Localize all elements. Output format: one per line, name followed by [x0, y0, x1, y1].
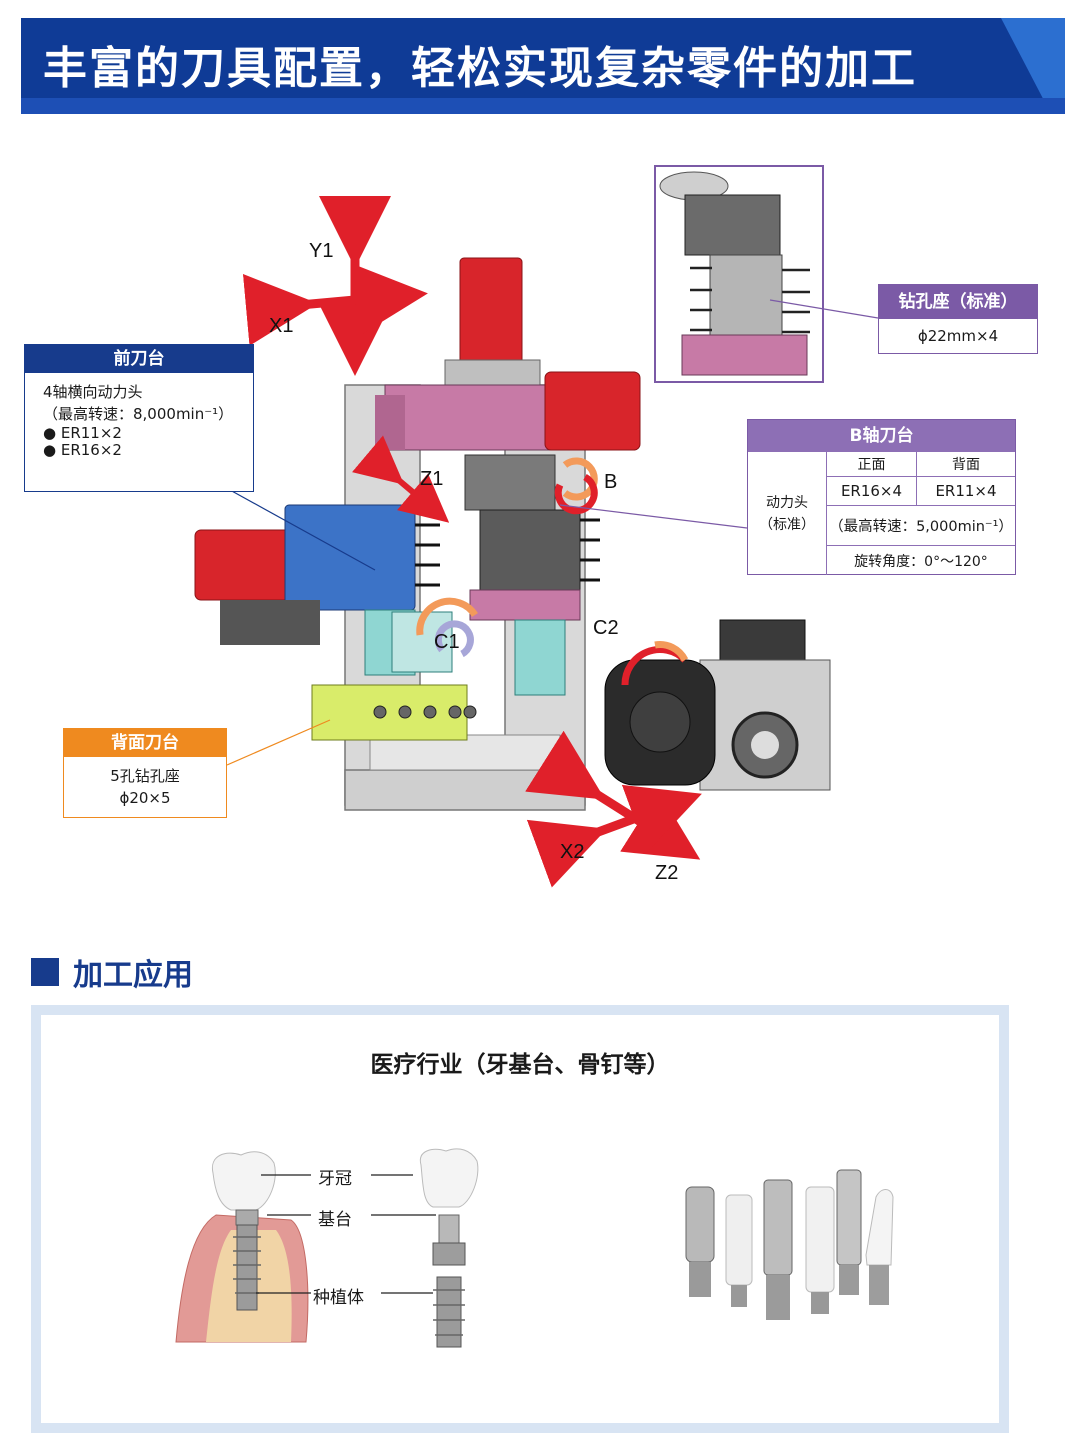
front-turret-line: （最高转速：8,000min⁻¹） — [43, 405, 234, 423]
axis-label-c1: C1 — [434, 631, 460, 653]
drill-holder-spec: ϕ22mm×4 — [917, 327, 999, 345]
c2-spindle-unit — [604, 619, 831, 791]
axis-label-y1: Y1 — [309, 240, 334, 262]
b-axis-row-label: 动力头 （标准） — [748, 452, 826, 575]
front-turret-callout: 前刀台 4轴横向动力头 （最高转速：8,000min⁻¹） ● ER11×2 ●… — [24, 344, 254, 492]
medical-industry-title: 医疗行业（牙基台、骨钉等） — [370, 1052, 670, 1078]
b-axis-rotation: 旋转角度：0°～120° — [826, 545, 1015, 575]
back-turret-unit — [311, 684, 477, 741]
label-abutment: 基台 — [318, 1210, 352, 1230]
b-axis-col-front: 正面 — [826, 452, 916, 476]
b-axis-title: B轴刀台 — [748, 420, 1015, 452]
b-axis-col-back: 背面 — [916, 452, 1015, 476]
section-bullet-icon — [31, 958, 59, 986]
machine-diagram: Y1 X1 Z1 B C1 C2 X2 Z2 — [0, 140, 1080, 900]
front-turret-specs: 4轴横向动力头 （最高转速：8,000min⁻¹） ● ER11×2 ● ER1… — [25, 373, 253, 459]
y1-motor — [444, 257, 541, 396]
drill-holder-title: 钻孔座（标准） — [879, 285, 1037, 319]
b-axis-back-value: ER11×4 — [916, 476, 1015, 505]
axis-label-b: B — [604, 471, 618, 493]
b-axis-row-label-1: 动力头 — [766, 494, 808, 511]
front-turret-unit — [194, 504, 440, 645]
applications-panel-inner: 医疗行业（牙基台、骨钉等） — [41, 1015, 999, 1423]
leader-lines — [226, 299, 879, 766]
label-implant: 种植体 — [313, 1288, 364, 1308]
b-axis-callout: B轴刀台 动力头 （标准） 正面 背面 ER16×4 ER11×4 （最高转速：… — [747, 419, 1016, 575]
axis-arrows — [242, 196, 702, 888]
front-turret-line: 4轴横向动力头 — [43, 383, 143, 401]
abutment-products — [685, 1169, 894, 1320]
rotation-arrows — [416, 457, 689, 686]
header-banner: 丰富的刀具配置，轻松实现复杂零件的加工 — [21, 18, 1065, 114]
drill-holder-callout: 钻孔座（标准） ϕ22mm×4 — [878, 284, 1038, 354]
front-turret-line: ● ER11×2 — [43, 424, 122, 442]
dental-implant-illustration — [175, 1148, 894, 1348]
applications-panel: 医疗行业（牙基台、骨钉等） — [31, 1005, 1009, 1433]
label-crown: 牙冠 — [318, 1169, 352, 1189]
back-turret-line: ϕ20×5 — [119, 789, 171, 807]
b-axis-speed: （最高转速：5,000min⁻¹） — [826, 505, 1015, 545]
axis-label-z2: Z2 — [655, 862, 679, 884]
applications-section-title: 加工应用 — [73, 958, 193, 993]
banner-background — [21, 18, 1065, 114]
axis-label-z1: Z1 — [420, 468, 444, 490]
axis-label-x2: X2 — [560, 841, 585, 863]
axis-label-c2: C2 — [593, 617, 619, 639]
front-turret-title: 前刀台 — [25, 345, 253, 373]
axis-label-x1: X1 — [269, 315, 294, 337]
back-turret-line: 5孔钻孔座 — [110, 767, 180, 785]
b-axis-spec-table: 动力头 （标准） 正面 背面 ER16×4 ER11×4 （最高转速：5,000… — [748, 452, 1015, 575]
gang-tool-blocks — [364, 609, 566, 696]
machine-illustration — [194, 165, 879, 888]
back-turret-title: 背面刀台 — [64, 729, 226, 757]
drill-holder-inset — [654, 165, 824, 383]
back-turret-callout: 背面刀台 5孔钻孔座 ϕ20×5 — [63, 728, 227, 818]
b-axis-front-value: ER16×4 — [826, 476, 916, 505]
b-axis-row-label-2: （标准） — [759, 516, 815, 533]
front-turret-line: ● ER16×2 — [43, 441, 122, 459]
b-axis-head — [464, 454, 600, 621]
page-title: 丰富的刀具配置，轻松实现复杂零件的加工 — [43, 43, 917, 94]
back-turret-specs: 5孔钻孔座 ϕ20×5 — [64, 757, 226, 809]
applications-section-header: 加工应用 — [31, 952, 193, 993]
